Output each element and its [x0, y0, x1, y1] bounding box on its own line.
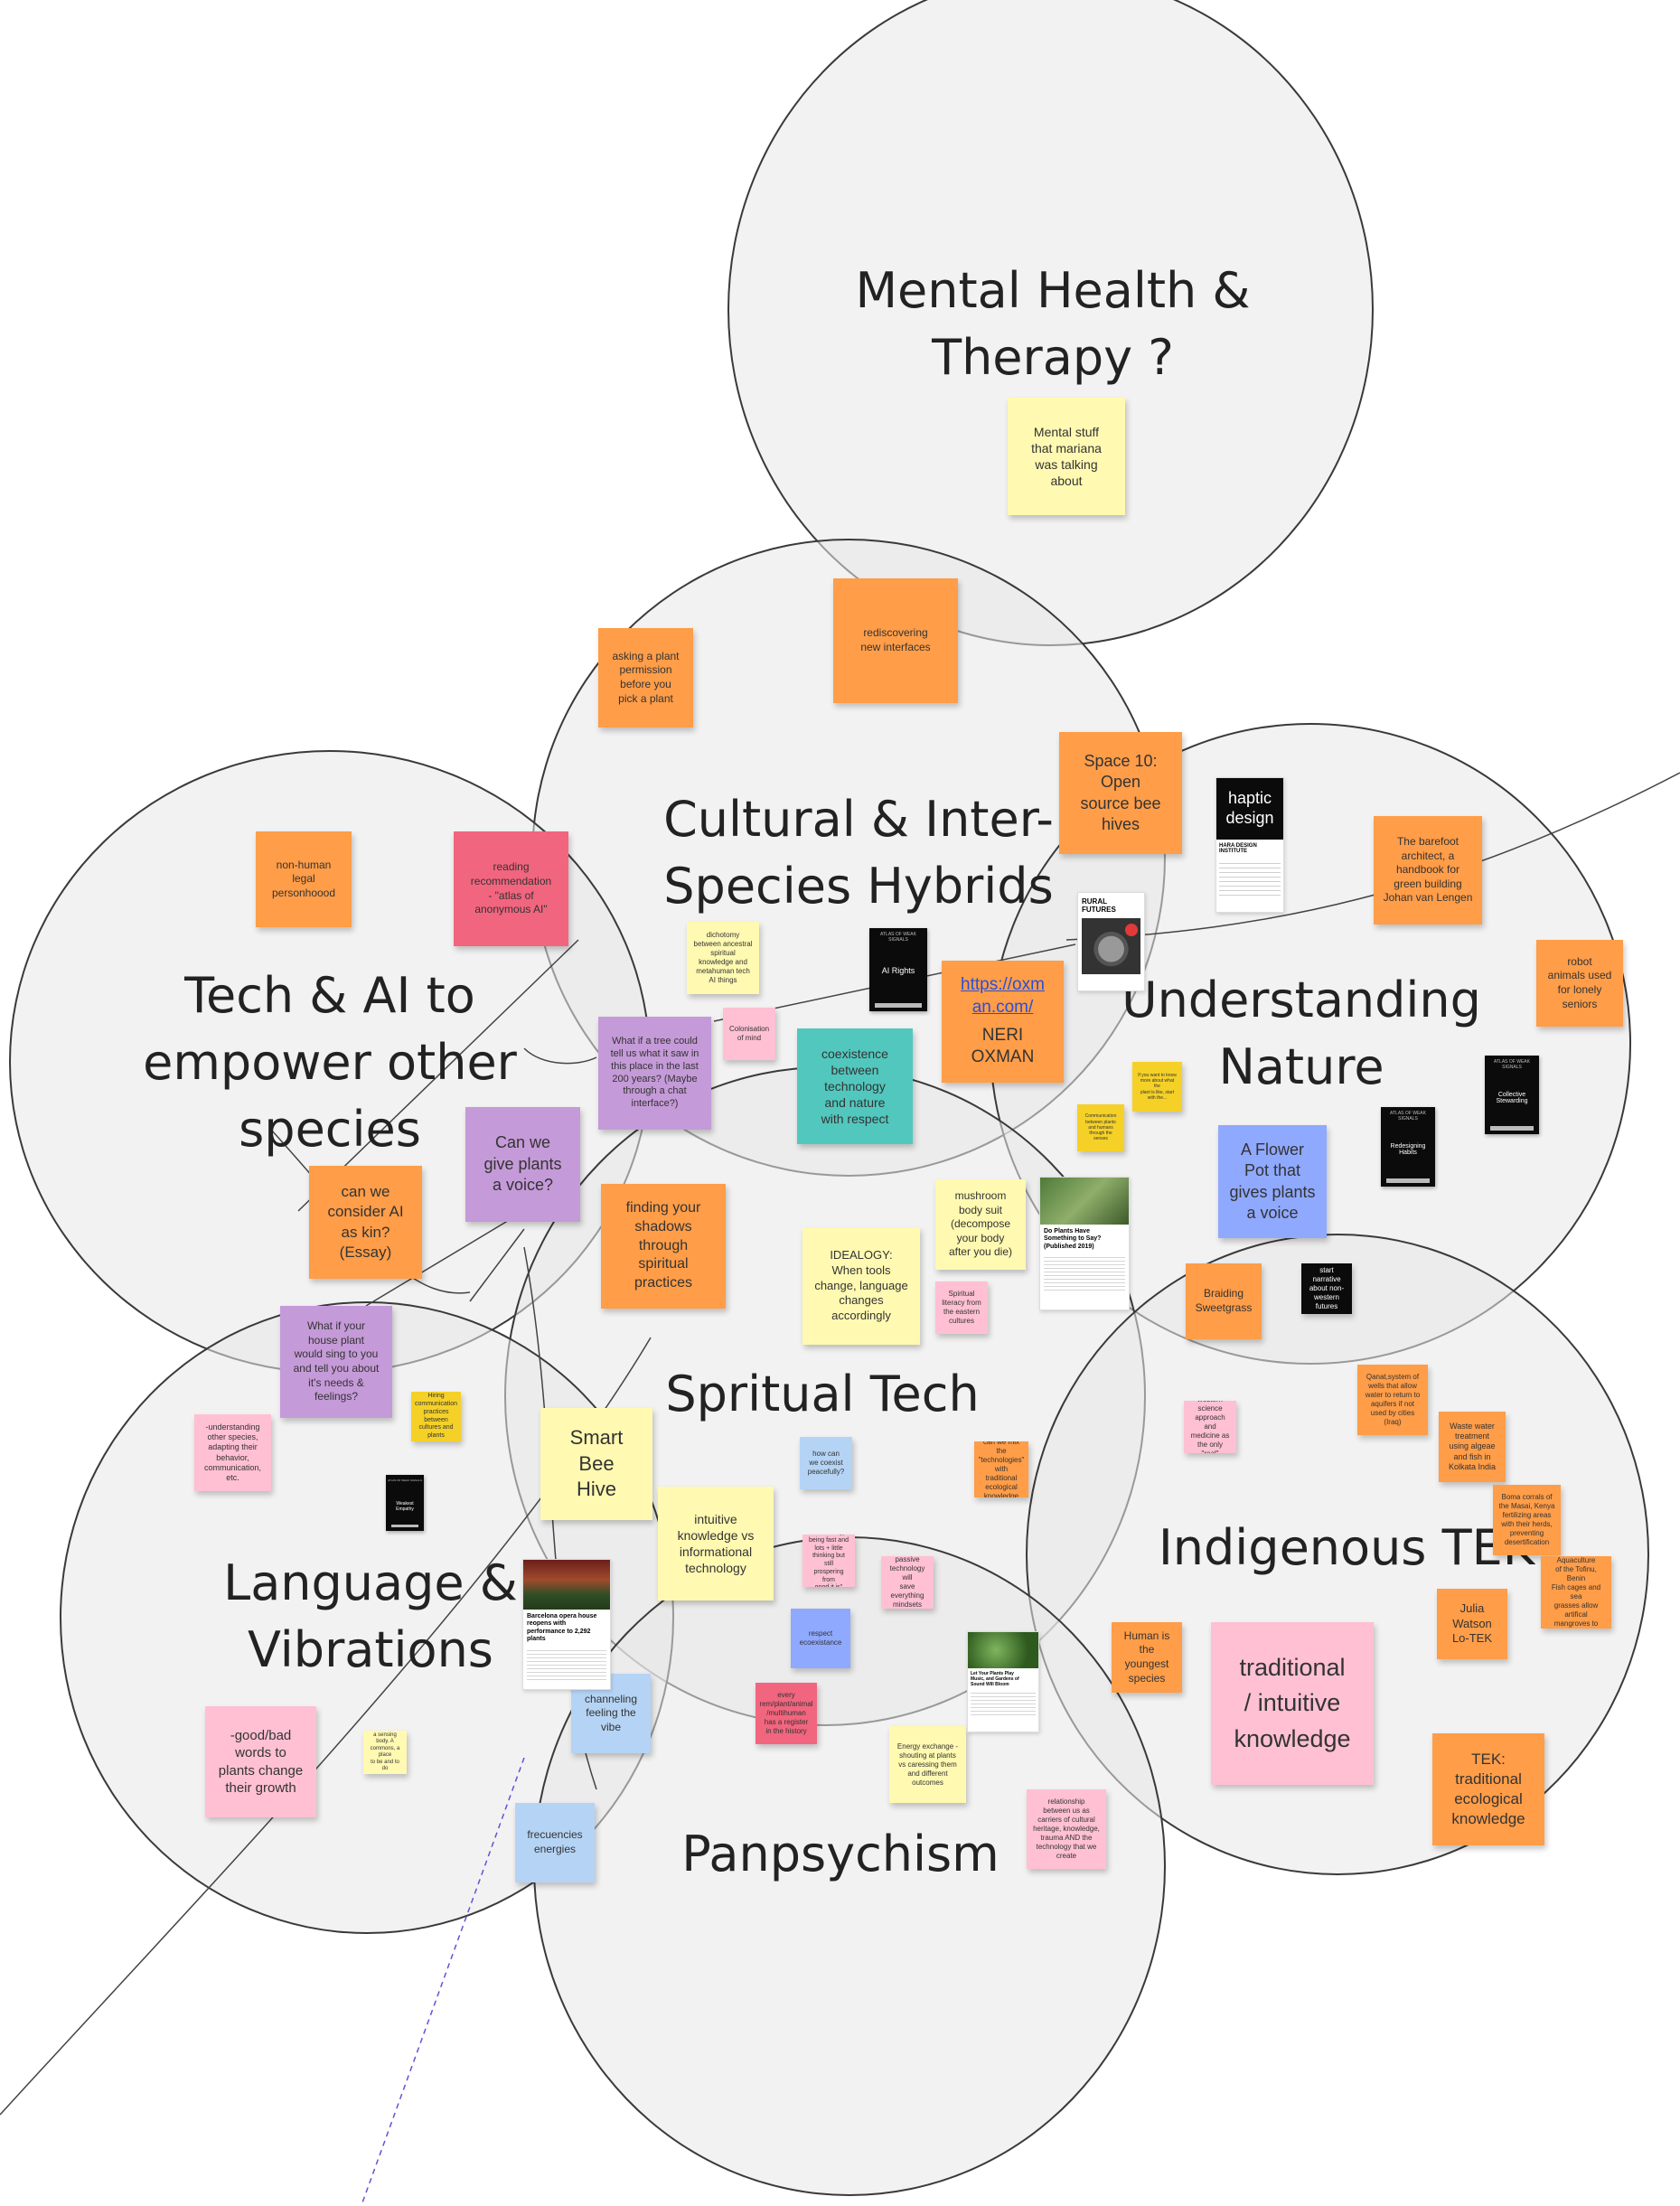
sticky-note-qanat[interactable]: Qanat,system of wells that allow water t… [1357, 1365, 1428, 1435]
sticky-note-dichotomy[interactable]: dichotomy between ancestral spiritual kn… [687, 922, 759, 994]
sticky-note-acadja[interactable]: Acadja Aquaculture of the Tofinu, Benin … [1541, 1556, 1611, 1629]
article-image [968, 1632, 1038, 1668]
sticky-note-cultural-heritage[interactable]: relationship between us as carriers of c… [1027, 1789, 1106, 1869]
title-panpsychism: Panpsychism [681, 1826, 1000, 1882]
book-series: ATLAS OF WEAK SIGNALS [1390, 1111, 1426, 1122]
article-text-lines [527, 1647, 606, 1680]
sticky-note-flower-pot[interactable]: A Flower Pot that gives plants a voice [1218, 1125, 1327, 1238]
sticky-note-coexist-peacefully[interactable]: how can we coexist peacefully? [800, 1437, 852, 1489]
sticky-note-barefoot-architect[interactable]: The barefoot architect, a handbook for g… [1374, 816, 1482, 925]
sticky-note-good-bad-words[interactable]: -good/bad words to plants change their g… [205, 1706, 316, 1817]
sticky-note-traditional-knowledge[interactable]: traditional / intuitive knowledge [1211, 1622, 1374, 1785]
book-bar [391, 1525, 418, 1527]
sticky-note-frecuencies[interactable]: frecuencies energies [515, 1803, 595, 1882]
sticky-note-non-western-futures[interactable]: start narrative about non- western futur… [1301, 1263, 1352, 1314]
sticky-note-mental-stuff[interactable]: Mental stuff that mariana was talking ab… [1008, 398, 1125, 515]
article-card-plants-music[interactable]: Let Your Plants Play Music, and Gardens … [967, 1631, 1039, 1732]
sticky-note-respect-ecoexistance[interactable]: respect ecoexistance [791, 1609, 850, 1668]
oxman-link[interactable]: https://oxm an.com/ [961, 975, 1045, 1017]
haptic-design-subtitle: HARA DESIGN INSTITUTE [1219, 843, 1257, 854]
book-title: Collective Stewarding [1496, 1092, 1528, 1105]
sticky-note-channeling[interactable]: channeling feeling the vibe [571, 1674, 651, 1753]
sticky-note-rediscovering-interfaces[interactable]: rediscovering new interfaces [833, 578, 958, 703]
title-spiritual-tech: Spritual Tech [665, 1366, 980, 1422]
haptic-text-lines [1219, 859, 1281, 896]
sticky-note-hiring-communication[interactable]: Hiring communication practices between c… [411, 1392, 461, 1441]
red-seal-icon [1125, 924, 1138, 936]
sticky-note-oxman[interactable]: https://oxm an.com/ NERI OXMAN [942, 961, 1064, 1083]
book-ai-rights[interactable]: ATLAS OF WEAK SIGNALS AI Rights [869, 928, 927, 1011]
title-cultural-hybrids: Cultural & Inter- Species Hybrids [663, 791, 1054, 915]
sticky-note-braiding-sweetgrass[interactable]: Braiding Sweetgrass [1186, 1263, 1262, 1339]
sticky-note-every-register[interactable]: every rem/plant/animal /multihuman has a… [756, 1683, 817, 1744]
sticky-note-smart-bee-hive[interactable]: Smart Bee Hive [540, 1408, 652, 1520]
title-mental-health: Mental Health & Therapy ? [855, 262, 1251, 386]
sticky-note-plant-permission[interactable]: asking a plant permission before you pic… [598, 628, 693, 728]
sticky-note-atlas-anonymous-ai[interactable]: reading recommendation - "atlas of anony… [454, 831, 568, 946]
sticky-note-coexistence[interactable]: coexistence between technology and natur… [797, 1028, 913, 1144]
book-weakest-empathy[interactable]: ATLAS OF WEAK SIGNALS Weakest Empathy [386, 1475, 424, 1531]
sticky-note-understanding-species[interactable]: -understanding other species, adapting t… [194, 1414, 271, 1491]
book-series: ATLAS OF WEAK SIGNALS [388, 1478, 422, 1482]
sticky-note-human-youngest[interactable]: Human is the youngest species [1112, 1622, 1182, 1693]
book-series: ATLAS OF WEAK SIGNALS [880, 932, 916, 943]
book-title: Redesigning Habits [1390, 1143, 1426, 1157]
title-indigenous-tek: Indigenous TEK [1158, 1519, 1535, 1576]
book-redesigning-habits[interactable]: ATLAS OF WEAK SIGNALS Redesigning Habits [1381, 1107, 1435, 1187]
sticky-note-sensing-body[interactable]: a sensing body. A commons, a place to be… [363, 1731, 407, 1774]
rural-futures-card[interactable]: RURAL FUTURES [1077, 892, 1145, 991]
article-image [523, 1560, 610, 1610]
haptic-design-card[interactable]: haptic design HARA DESIGN INSTITUTE [1215, 777, 1284, 913]
article-card-plants-say[interactable]: Do Plants Have Something to Say? (Publis… [1039, 1177, 1130, 1310]
book-bar [1490, 1126, 1534, 1131]
article-card-opera-plants[interactable]: Barcelona opera house reopens with perfo… [522, 1559, 611, 1690]
sticky-note-space10[interactable]: Space 10: Open source bee hives [1059, 732, 1182, 854]
sticky-note-small-gold-2[interactable]: Communication between plants and humans … [1077, 1104, 1124, 1151]
book-series: ATLAS OF WEAK SIGNALS [1494, 1059, 1530, 1070]
rural-futures-title: RURAL FUTURES [1082, 897, 1116, 914]
book-bar [875, 1003, 922, 1008]
sticky-note-spiritual-literacy[interactable]: Spiritual literacy from the eastern cult… [935, 1281, 988, 1334]
article-headline: Let Your Plants Play Music, and Gardens … [971, 1671, 1019, 1687]
sticky-note-house-plant-sing[interactable]: What if your house plant would sing to y… [280, 1306, 392, 1418]
book-bar [1386, 1178, 1430, 1183]
sticky-note-passive-technology[interactable]: passive technology will save everything … [881, 1556, 934, 1609]
sticky-note-intuitive-knowledge[interactable]: intuitive knowledge vs informational tec… [658, 1487, 774, 1601]
sticky-note-ai-kin[interactable]: can we consider AI as kin? (Essay) [309, 1166, 422, 1279]
sticky-note-western-science[interactable]: Keeping western science approach and med… [1184, 1401, 1236, 1453]
sticky-note-mix-technologies[interactable]: can we mix the "technologies" with tradi… [974, 1441, 1028, 1497]
sticky-note-colonisation-of-mind[interactable]: Colonisation of mind [723, 1008, 775, 1060]
book-collective-stewarding[interactable]: ATLAS OF WEAK SIGNALS Collective Steward… [1485, 1056, 1539, 1134]
sticky-note-energy-exchange[interactable]: Energy exchange - shouting at plants vs … [889, 1726, 966, 1803]
sticky-note-robot-animals[interactable]: robot animals used for lonely seniors [1536, 940, 1623, 1027]
sticky-note-boma-corrals[interactable]: Boma corrals of the Masai, Kenya fertili… [1493, 1485, 1561, 1555]
sticky-note-small-gold-1[interactable]: If you want to know more about what the … [1132, 1062, 1182, 1112]
oxman-name: NERI OXMAN [971, 1025, 1035, 1067]
sticky-note-shadows[interactable]: finding your shadows through spiritual p… [601, 1184, 726, 1309]
article-headline: Do Plants Have Something to Say? (Publis… [1044, 1228, 1102, 1250]
sticky-note-legal-personhood[interactable]: non-human legal personhoood [256, 831, 352, 927]
sticky-note-technology-fast[interactable]: "Technology being fast and lots + little… [802, 1535, 855, 1587]
title-understanding-nature: Understanding Nature [1122, 972, 1481, 1095]
sticky-note-idealogy[interactable]: IDEALOGY: When tools change, language ch… [802, 1227, 920, 1345]
title-tech-ai: Tech & AI to empower other species [143, 967, 517, 1158]
article-text-lines [1044, 1254, 1125, 1291]
book-title: Weakest Empathy [396, 1500, 414, 1512]
sticky-note-waste-water[interactable]: Waste water treatment using algeae and f… [1439, 1412, 1506, 1482]
circle-mental-health [727, 0, 1374, 646]
rural-futures-image [1082, 918, 1140, 974]
sticky-note-julia-watson[interactable]: Julia Watson Lo-TEK [1437, 1589, 1507, 1659]
sticky-note-mushroom-suit[interactable]: mushroom body suit (decompose your body … [935, 1179, 1026, 1270]
sticky-note-tek[interactable]: TEK: traditional ecological knowledge [1432, 1733, 1544, 1845]
title-language-vibrations: Language & Vibrations [223, 1554, 518, 1678]
article-text-lines [971, 1690, 1036, 1717]
article-image [1040, 1178, 1129, 1225]
haptic-design-title: haptic design [1216, 778, 1283, 840]
sticky-note-plants-voice[interactable]: Can we give plants a voice? [465, 1107, 580, 1222]
sticky-note-tree-chat[interactable]: What if a tree could tell us what it saw… [598, 1017, 711, 1130]
book-title: AI Rights [881, 966, 915, 976]
article-headline: Barcelona opera house reopens with perfo… [527, 1613, 597, 1643]
